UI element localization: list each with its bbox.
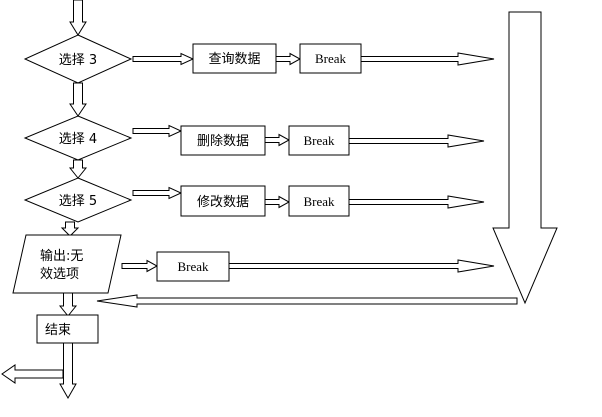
decision-5-label: 选择 5	[59, 194, 97, 209]
arrow-break-delete-out	[348, 134, 485, 148]
collector-down-arrow	[492, 11, 558, 305]
arrow-decision-4-to-5	[68, 159, 88, 179]
arrow-delete-to-break	[264, 133, 291, 147]
arrow-query-to-break	[275, 52, 302, 66]
break-query-label: Break	[315, 51, 347, 66]
invalid-output-parallelogram	[12, 234, 122, 294]
decision-4-label: 选择 4	[59, 132, 97, 147]
modify-label: 修改数据	[197, 195, 249, 210]
break-delete-label: Break	[303, 133, 335, 148]
arrow-modify-to-break	[264, 195, 291, 209]
decision-3-label: 选择 3	[59, 53, 97, 68]
arrow-break-modify-out	[348, 195, 485, 209]
decision-5-diamond	[23, 177, 133, 223]
break-query-box	[299, 43, 362, 74]
arrow-decision-3-to-query	[132, 52, 195, 66]
arrow-output-to-end	[58, 292, 78, 317]
delete-label: 删除数据	[197, 134, 249, 149]
break-invalid-label: Break	[177, 259, 209, 274]
arrow-end-down	[59, 342, 77, 400]
arrow-break-query-out	[360, 52, 495, 66]
break-modify-box	[288, 185, 350, 217]
arrow-decision-5-to-modify	[132, 186, 183, 200]
arrow-decision-5-to-output	[60, 221, 80, 237]
arrow-output-to-break	[121, 259, 159, 273]
arrow-exit-left	[1, 364, 64, 384]
end-label: 结束	[45, 323, 71, 338]
arrow-decision-4-to-delete	[132, 124, 183, 138]
arrow-entry	[69, 0, 87, 36]
arrow-decision-3-to-4	[69, 82, 87, 117]
invalid-output-line-1: 输出:无	[40, 248, 83, 264]
query-label: 查询数据	[208, 52, 260, 67]
break-modify-label: Break	[303, 194, 335, 209]
arrow-break-invalid-out	[228, 259, 495, 273]
invalid-output-line-2: 效选项	[40, 267, 79, 282]
invalid-output-label: 输出:无 效选项	[40, 248, 88, 282]
return-left-arrow	[96, 294, 518, 308]
